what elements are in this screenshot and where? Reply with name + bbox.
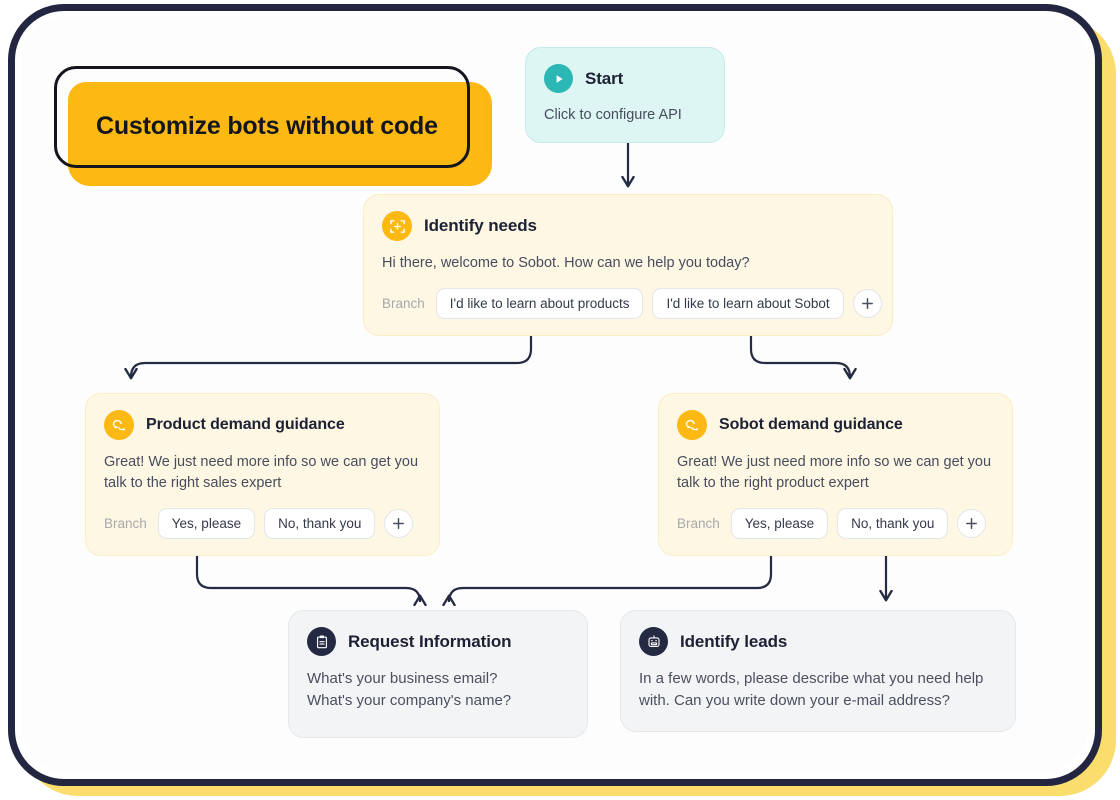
node-start-header: Start [544, 64, 706, 93]
node-identify-needs[interactable]: Identify needs Hi there, welcome to Sobo… [363, 194, 893, 336]
node-request-info-body: What's your business email? What's your … [307, 668, 569, 712]
play-icon [544, 64, 573, 93]
scan-target-icon [382, 211, 412, 241]
node-product-body: Great! We just need more info so we can … [104, 454, 419, 491]
node-start-body: Click to configure API [544, 107, 682, 123]
node-product-demand-guidance[interactable]: Product demand guidance Great! We just n… [85, 393, 440, 556]
node-identify-leads[interactable]: Identify leads In a few words, please de… [620, 610, 1016, 732]
branch-chip-yes[interactable]: Yes, please [157, 508, 256, 539]
node-product-title: Product demand guidance [146, 416, 345, 433]
branch-chip-no[interactable]: No, thank you [264, 508, 376, 539]
node-identify-leads-title: Identify leads [680, 631, 788, 651]
chat-bubbles-icon [104, 410, 134, 440]
node-identify-needs-header: Identify needs [382, 211, 874, 241]
node-request-info-header: Request Information [307, 627, 569, 656]
branch-chip-no[interactable]: No, thank you [837, 508, 949, 539]
node-sobot-branches: Branch Yes, please No, thank you [677, 508, 994, 539]
node-sobot-title: Sobot demand guidance [719, 416, 903, 433]
clipboard-icon [307, 627, 336, 656]
hero-banner-fill: Customize bots without code [68, 82, 484, 170]
node-request-info-title: Request Information [348, 631, 512, 651]
node-identify-leads-header: Identify leads [639, 627, 997, 656]
node-identify-needs-body: Hi there, welcome to Sobot. How can we h… [382, 255, 750, 271]
add-branch-button[interactable] [384, 509, 414, 538]
hero-banner-text: Customize bots without code [96, 111, 438, 140]
branch-label: Branch [677, 516, 720, 531]
node-request-info-line-2: What's your company's name? [307, 692, 512, 709]
branch-label: Branch [382, 296, 425, 311]
node-identify-needs-title: Identify needs [424, 216, 537, 235]
add-branch-button[interactable] [852, 289, 882, 318]
hero-banner: Customize bots without code [54, 66, 492, 186]
branch-chip-yes[interactable]: Yes, please [730, 508, 829, 539]
branch-label: Branch [104, 516, 147, 531]
add-branch-button[interactable] [957, 509, 987, 538]
node-product-branches: Branch Yes, please No, thank you [104, 508, 421, 539]
branch-chip-products[interactable]: I'd like to learn about products [435, 288, 644, 319]
node-start[interactable]: Start Click to configure API [525, 47, 725, 143]
node-identify-needs-branches: Branch I'd like to learn about products … [382, 288, 882, 319]
branch-chip-sobot[interactable]: I'd like to learn about Sobot [652, 288, 844, 319]
chat-bubbles-icon [677, 410, 707, 440]
node-request-info-line-1: What's your business email? [307, 670, 498, 687]
node-sobot-demand-guidance[interactable]: Sobot demand guidance Great! We just nee… [658, 393, 1013, 556]
hero-banner-outline [54, 66, 470, 168]
node-identify-leads-body: In a few words, please describe what you… [639, 670, 984, 709]
node-product-header: Product demand guidance [104, 410, 421, 440]
node-sobot-body: Great! We just need more info so we can … [677, 454, 992, 491]
node-request-information[interactable]: Request Information What's your business… [288, 610, 588, 738]
node-sobot-header: Sobot demand guidance [677, 410, 994, 440]
node-start-title: Start [585, 68, 624, 88]
robot-icon [639, 627, 668, 656]
